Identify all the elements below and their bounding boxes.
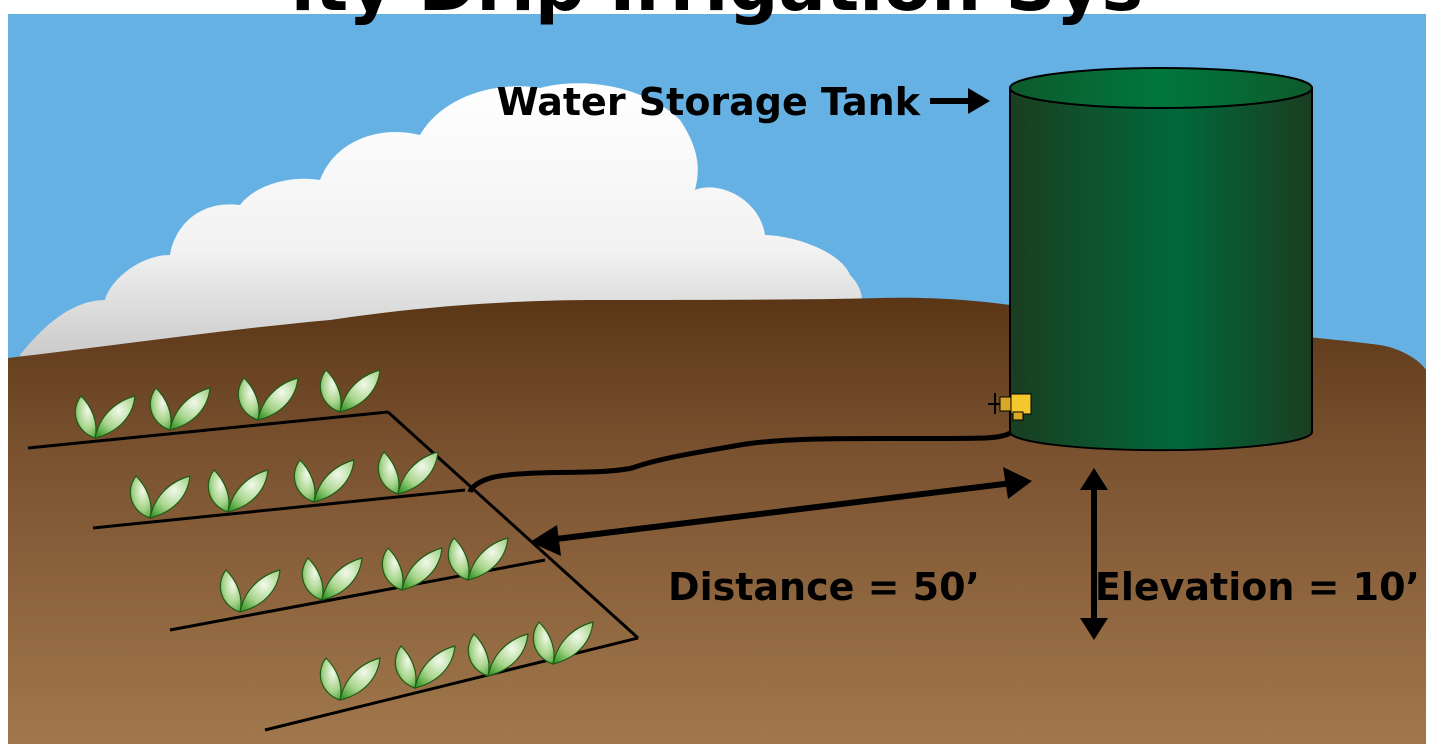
seedling xyxy=(219,569,281,613)
seedling xyxy=(301,557,363,601)
double-arrow-icon xyxy=(530,467,1032,556)
tank-label: Water Storage Tank xyxy=(497,80,921,124)
seedling xyxy=(532,621,594,665)
right-arrow-icon xyxy=(930,88,990,114)
elevation-label: Elevation = 10’ xyxy=(1095,565,1420,609)
tank-top xyxy=(1009,67,1313,109)
water-storage-tank xyxy=(1009,67,1313,452)
seedling xyxy=(293,459,355,503)
plants xyxy=(74,369,594,701)
seedling xyxy=(381,547,443,591)
seedling xyxy=(237,377,299,421)
seedling xyxy=(319,369,381,413)
vertical-double-arrow-icon xyxy=(1080,468,1108,640)
distance-label: Distance = 50’ xyxy=(668,565,980,609)
drip-line xyxy=(27,410,389,450)
tank-body xyxy=(1009,87,1313,452)
seedling xyxy=(319,657,381,701)
valve-icon xyxy=(988,393,1032,421)
seedling xyxy=(129,475,191,519)
seedling xyxy=(467,633,529,677)
seedling xyxy=(447,537,509,581)
seedling xyxy=(394,645,456,689)
seedling xyxy=(74,395,136,439)
seedling xyxy=(149,387,211,431)
drip-line xyxy=(92,488,466,530)
supply-pipe xyxy=(467,419,1021,494)
seedling xyxy=(377,451,439,495)
cloud xyxy=(20,83,862,360)
page-title-fragment: ity Drip Irrigation Sys xyxy=(291,0,1143,27)
seedling xyxy=(207,469,269,513)
header-line xyxy=(386,410,640,640)
